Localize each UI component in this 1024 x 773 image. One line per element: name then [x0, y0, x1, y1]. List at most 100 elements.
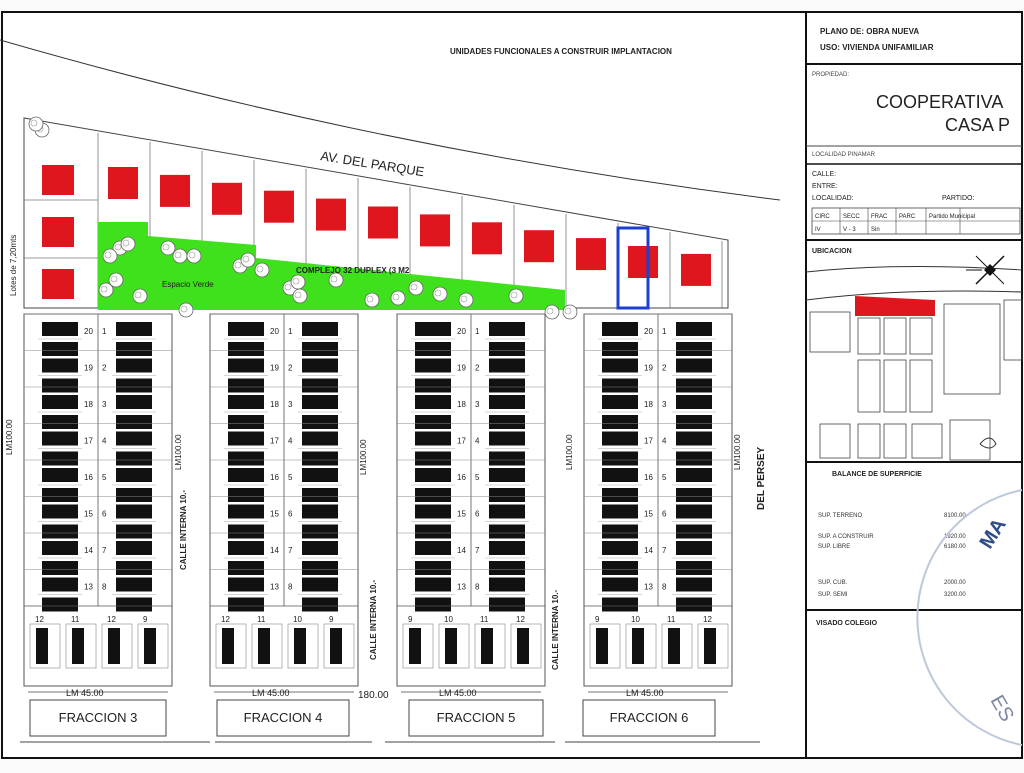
street-right-label: DEL PERSEY [756, 447, 767, 510]
bottom-unit [704, 628, 716, 664]
duplex-unit [602, 358, 638, 373]
balance-row-value: 2000.00 [944, 580, 966, 586]
inner-street-label-1: CALLE INTERNA 10.- [179, 490, 188, 570]
duplex-unit [602, 378, 638, 393]
unit-number: 17 [644, 437, 653, 446]
measure-label: LM 45.00 [439, 688, 477, 698]
unit-number: 3 [102, 400, 107, 409]
tree-icon [120, 236, 136, 252]
total-measure: 180.00 [358, 690, 389, 701]
measure-label: LM 45.00 [626, 688, 664, 698]
bottom-unit [596, 628, 608, 664]
duplex-unit [116, 577, 152, 592]
map-block [857, 423, 881, 459]
duplex-unit [489, 488, 525, 502]
duplex-unit [42, 451, 78, 466]
inner-street-label-2: CALLE INTERNA 10.- [369, 580, 378, 660]
unit-number: 15 [270, 510, 279, 519]
duplex-unit [228, 597, 264, 612]
unit-number: 7 [662, 546, 667, 555]
unit-number: 8 [102, 583, 107, 592]
street-mid-label-2: LM100.00 [565, 434, 574, 470]
owner-line-2: CASA P [945, 115, 1010, 135]
unit-number: 11 [480, 615, 489, 624]
duplex-unit [228, 342, 264, 356]
duplex-unit [676, 415, 712, 429]
duplex-unit [116, 322, 152, 336]
bottom-unit [632, 628, 644, 664]
field-calle: CALLE: [812, 171, 836, 178]
duplex-unit [676, 504, 712, 519]
unit-number: 14 [84, 546, 93, 555]
unit-number: 6 [662, 510, 667, 519]
red-lot [42, 269, 74, 299]
unit-number: 2 [662, 364, 667, 373]
unit-number: 3 [475, 400, 480, 409]
duplex-unit [415, 561, 451, 575]
duplex-unit [676, 358, 712, 373]
duplex-unit [228, 541, 264, 555]
tree-icon [132, 288, 148, 304]
red-lot [264, 190, 294, 223]
tree-icon [240, 252, 256, 268]
bottom-unit [330, 628, 342, 664]
street-mid-label-4: LM100.00 [174, 434, 183, 470]
tree-icon [28, 116, 44, 132]
duplex-unit [42, 468, 78, 482]
fraction-label-box [408, 699, 544, 737]
duplex-unit [415, 431, 451, 446]
duplex-unit [116, 358, 152, 373]
duplex-unit [676, 488, 712, 502]
bottom-unit [445, 628, 457, 664]
tree-icon [408, 280, 424, 296]
duplex-unit [42, 415, 78, 429]
duplex-unit [228, 561, 264, 575]
unit-number: 20 [644, 327, 653, 336]
red-lot [681, 253, 711, 286]
duplex-unit [415, 541, 451, 555]
field-partido: PARTIDO: [942, 195, 974, 202]
grid-value: IV [815, 227, 821, 233]
fraction-label: FRACCION 3 [59, 710, 138, 725]
unit-number: 13 [644, 583, 653, 592]
duplex-unit [228, 322, 264, 336]
duplex-unit [302, 378, 338, 393]
unit-number: 10 [444, 615, 453, 624]
duplex-unit [415, 504, 451, 519]
unit-number: 20 [270, 327, 279, 336]
unit-number: 6 [475, 510, 480, 519]
balance-row-label: SUP. SEMI [818, 592, 848, 598]
duplex-unit [676, 597, 712, 612]
duplex-unit [42, 541, 78, 555]
red-lot [212, 182, 242, 215]
duplex-unit [676, 395, 712, 409]
duplex-unit [228, 468, 264, 482]
unit-number: 7 [475, 546, 480, 555]
unit-number: 5 [102, 473, 107, 482]
tree-icon [390, 290, 406, 306]
bottom-unit [517, 628, 529, 664]
red-lot [316, 198, 346, 231]
map-block [857, 359, 881, 413]
bottom-unit [258, 628, 270, 664]
unit-number: 3 [662, 400, 667, 409]
tree-icon [172, 248, 188, 264]
duplex-unit [42, 504, 78, 519]
front-lots-outline [23, 117, 729, 309]
unit-number: 17 [270, 437, 279, 446]
duplex-unit [42, 342, 78, 356]
unit-number: 13 [84, 583, 93, 592]
duplex-unit [489, 431, 525, 446]
unit-number: 11 [257, 615, 266, 624]
duplex-unit [42, 524, 78, 539]
map-block [883, 423, 907, 459]
duplex-unit [228, 577, 264, 592]
location-highlight [855, 296, 935, 316]
map-block [943, 303, 1001, 395]
lot-note: Lotes de 7,20mts [9, 235, 18, 296]
tree-icon [254, 262, 270, 278]
duplex-unit [489, 378, 525, 393]
